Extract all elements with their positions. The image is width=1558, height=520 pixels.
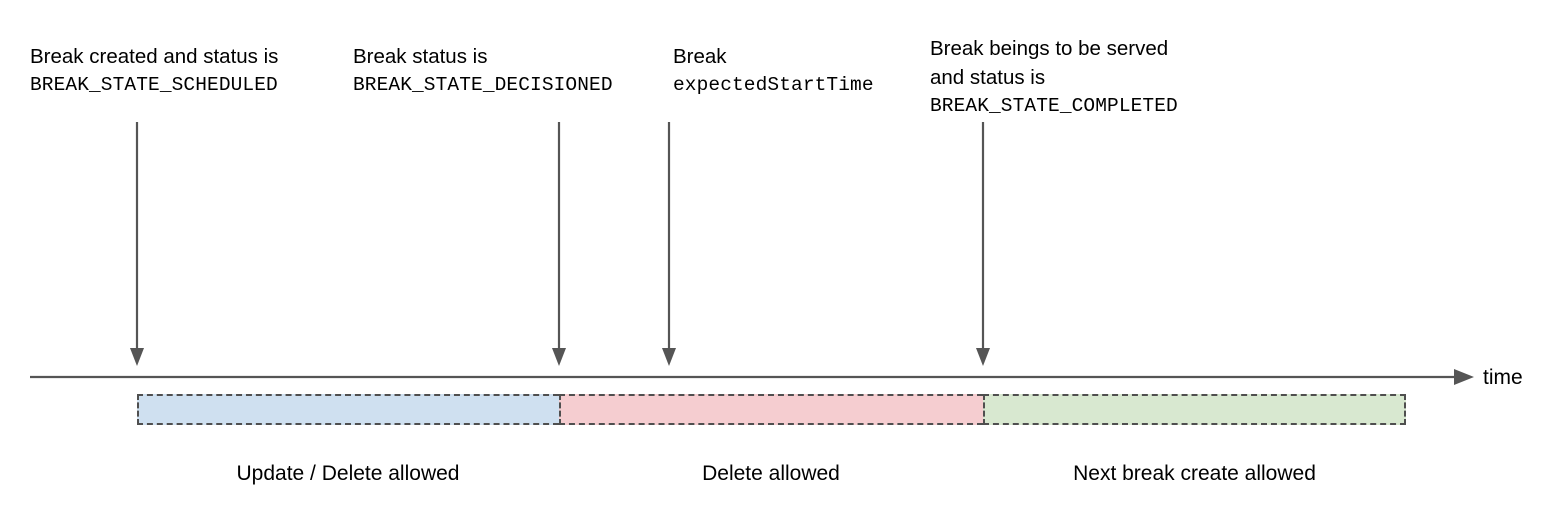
timeline-axis-label: time (1483, 366, 1523, 389)
pointer-arrow-down-icon (974, 122, 992, 372)
annotation-text-line: Break created and status is (30, 45, 279, 68)
annotation-break-decisioned: Break status is BREAK_STATE_DECISIONED (353, 42, 613, 100)
phase-bar-update-delete-allowed (137, 394, 559, 425)
phase-caption-delete-allowed: Delete allowed (702, 462, 840, 485)
annotation-state-code: BREAK_STATE_DECISIONED (353, 74, 613, 96)
annotation-break-served-completed: Break beings to be served and status is … (930, 34, 1178, 121)
annotation-state-code: BREAK_STATE_COMPLETED (930, 95, 1178, 117)
annotation-text-line: Break (673, 45, 727, 68)
timeline-axis (30, 364, 1478, 390)
phase-bar-next-break-create-allowed (983, 394, 1406, 425)
annotation-text-line: Break beings to be served (930, 37, 1169, 60)
annotation-text-line: and status is (930, 66, 1046, 89)
phase-caption-next-break-create-allowed: Next break create allowed (1073, 462, 1316, 485)
annotation-state-code: BREAK_STATE_SCHEDULED (30, 74, 278, 96)
annotation-break-created-scheduled: Break created and status is BREAK_STATE_… (30, 42, 278, 100)
annotation-text-line: Break status is (353, 45, 488, 68)
phase-caption-update-delete-allowed: Update / Delete allowed (236, 462, 460, 485)
annotation-break-expected-start-time: Break expectedStartTime (673, 42, 874, 100)
annotation-field-name: expectedStartTime (673, 74, 874, 96)
phase-bar-delete-allowed (559, 394, 983, 425)
pointer-arrow-down-icon (550, 122, 568, 372)
pointer-arrow-down-icon (660, 122, 678, 372)
pointer-arrow-down-icon (128, 122, 146, 372)
